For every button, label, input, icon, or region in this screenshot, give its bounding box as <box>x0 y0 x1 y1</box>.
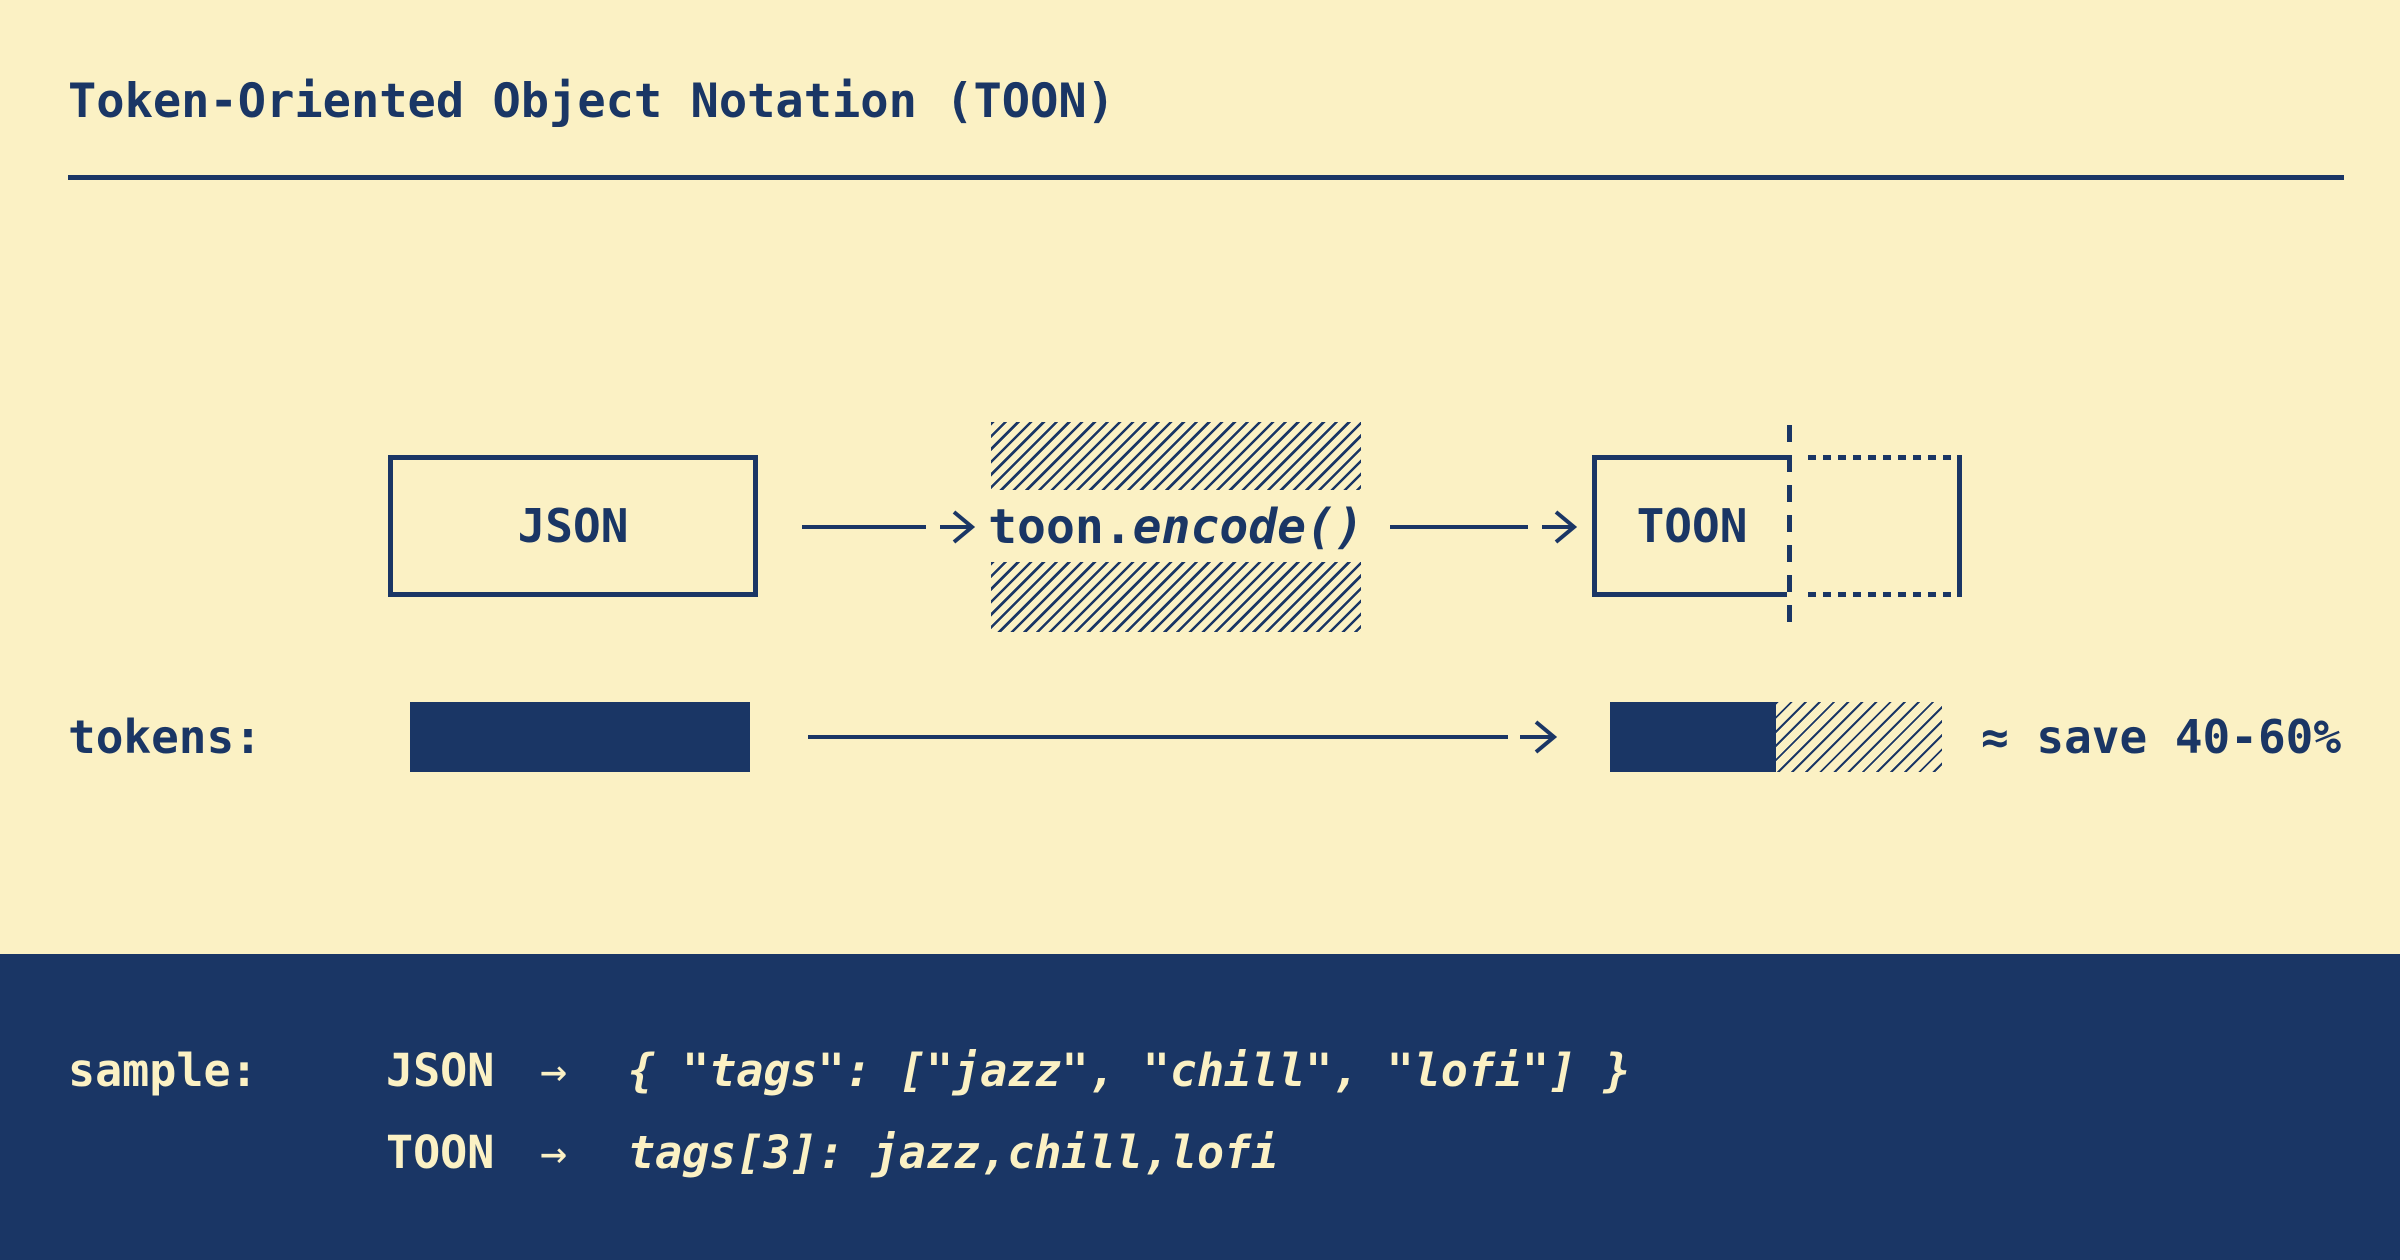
json-source-box: JSON <box>388 455 758 597</box>
toon-token-bar-saved-hatch <box>1776 702 1942 772</box>
title-divider <box>68 175 2344 180</box>
sample-section: sample: JSON → { "tags": ["jazz", "chill… <box>0 954 2400 1260</box>
toon-token-bar <box>1610 702 1776 772</box>
arrow-glyph: → <box>540 1044 568 1097</box>
encoder-label-prefix: toon. <box>988 499 1133 555</box>
encoder-label: toon.encode() <box>971 503 1381 551</box>
saved-remainder-right-edge <box>1957 455 1962 597</box>
sample-code: { "tags": ["jazz", "chill", "lofi"] } <box>628 1044 1631 1097</box>
flow-arrow-json-to-encoder <box>802 510 976 544</box>
sample-format-label: TOON <box>386 1126 495 1179</box>
savings-note: ≈ save 40-60% <box>1981 710 2342 764</box>
flow-arrow-encoder-to-toon <box>1390 510 1578 544</box>
encoder-hatch-top <box>991 422 1361 490</box>
encoder-hatch-bottom <box>991 562 1361 632</box>
arrow-glyph: → <box>540 1126 568 1179</box>
saved-remainder-box <box>1808 455 1962 597</box>
sample-code: tags[3]: jazz,chill,lofi <box>628 1126 1279 1179</box>
toon-output-label: TOON <box>1636 499 1748 553</box>
tokens-row-label: tokens: <box>68 710 262 764</box>
cut-dashed-line <box>1787 425 1792 630</box>
saved-remainder-top-edge <box>1808 455 1955 460</box>
saved-remainder-bottom-edge <box>1808 592 1955 597</box>
json-source-label: JSON <box>517 499 629 553</box>
json-token-bar <box>410 702 750 772</box>
tokens-arrow <box>808 720 1558 754</box>
page-title: Token-Oriented Object Notation (TOON) <box>68 74 1115 129</box>
toon-output-box: TOON <box>1592 455 1787 597</box>
sample-format-label: JSON <box>386 1044 495 1097</box>
encoder-label-call: encode() <box>1132 499 1364 555</box>
sample-label: sample: <box>68 1044 258 1097</box>
